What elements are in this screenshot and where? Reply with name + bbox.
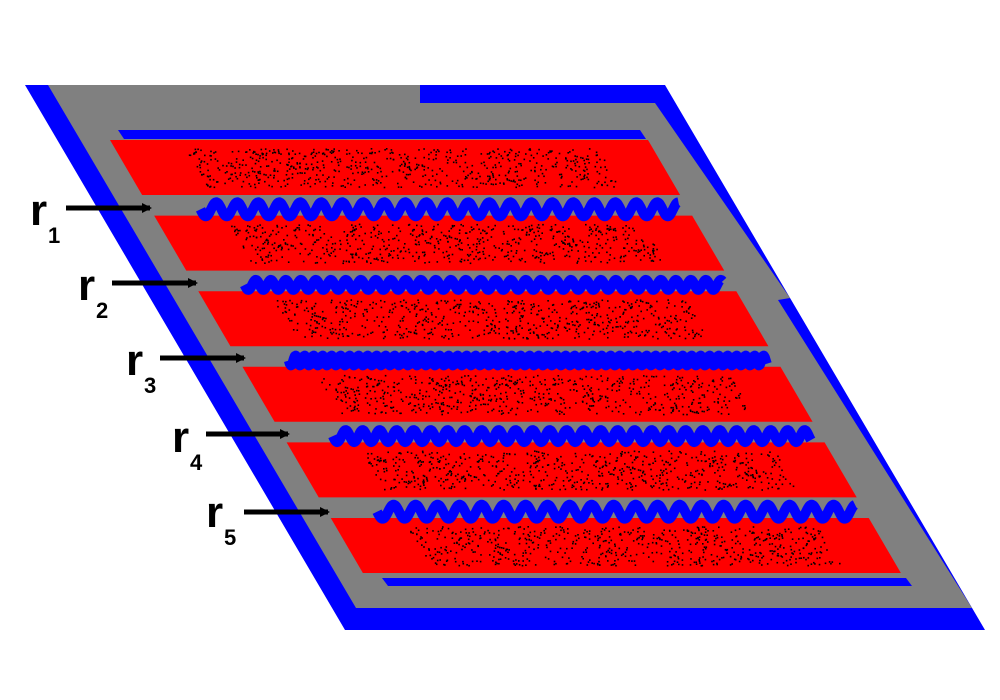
label-subscript: 1: [48, 223, 60, 248]
label-r1: r1: [30, 186, 152, 248]
bottom-blue-strip: [382, 578, 912, 586]
label-subscript: 5: [224, 525, 236, 550]
label-subscript: 4: [190, 450, 203, 475]
red-layer: [198, 291, 769, 347]
wavy-boundary-r5: [372, 499, 860, 524]
layer-speckles: [367, 450, 795, 491]
layer-speckles: [410, 526, 841, 567]
layer-speckles: [276, 299, 704, 340]
label-main: r: [30, 186, 47, 235]
layer-speckles: [188, 148, 617, 189]
red-layer: [286, 442, 857, 498]
layer-speckles: [321, 374, 746, 416]
label-r5: r5: [206, 488, 330, 550]
wavy-boundary-r2: [240, 274, 727, 295]
label-r3: r3: [126, 336, 246, 398]
layer-speckles: [231, 223, 661, 265]
label-subscript: 2: [96, 298, 108, 323]
label-main: r: [78, 261, 95, 310]
label-main: r: [126, 336, 143, 385]
label-main: r: [206, 488, 223, 537]
label-r4: r4: [172, 413, 290, 475]
label-subscript: 3: [144, 373, 156, 398]
label-r2: r2: [78, 261, 198, 323]
red-layer: [242, 366, 813, 422]
wavy-boundary-r1: [195, 197, 683, 222]
wavy-boundaries: [195, 197, 860, 524]
wavy-boundary-r3: [284, 350, 772, 371]
label-main: r: [172, 413, 189, 462]
wavy-boundary-r4: [328, 425, 816, 448]
layer-stack: [110, 140, 901, 573]
top-blue-strip: [118, 130, 646, 139]
